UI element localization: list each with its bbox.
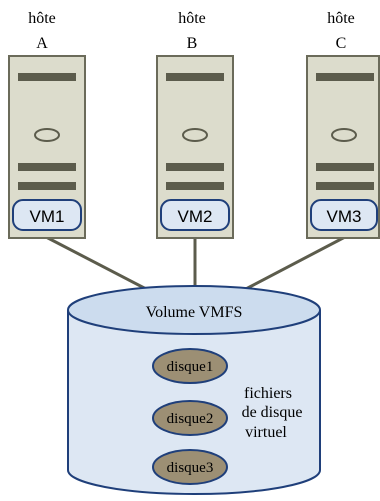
disk-2-icon <box>152 400 228 436</box>
host-c-letter: C <box>336 35 347 52</box>
vm3-label: VM3 <box>327 207 362 226</box>
disk-1-label: disque1 <box>167 359 214 375</box>
host-a-letter: A <box>36 35 48 52</box>
server-b-bar-mid <box>166 163 224 171</box>
disks: disque1 disque2 disque3 <box>152 348 228 485</box>
server-c-drive-icon <box>331 128 357 142</box>
connectors <box>45 235 346 294</box>
connector-host-a <box>45 235 153 294</box>
server-a-bar-top <box>18 73 76 81</box>
server-c-bar-low <box>316 182 374 190</box>
disk-3-label: disque3 <box>167 460 214 476</box>
connector-host-c <box>239 235 346 294</box>
host-b-letter: B <box>187 35 198 52</box>
caption-line-3: virtuel <box>245 424 287 441</box>
caption-line-1: fichiers <box>244 385 292 402</box>
disk-2-label: disque2 <box>167 411 214 427</box>
disk-3-icon <box>152 449 228 485</box>
server-a-drive-icon <box>34 128 60 142</box>
server-c-bar-top <box>316 73 374 81</box>
server-b-bar-low <box>166 182 224 190</box>
host-b-label: hôte <box>178 10 206 27</box>
vm3-box <box>310 199 378 231</box>
server-a-bar-low <box>18 182 76 190</box>
disk-1-icon <box>152 348 228 384</box>
vm1-box <box>12 199 82 231</box>
host-c-label: hôte <box>327 10 355 27</box>
cylinder-top <box>67 285 321 335</box>
host-c: hôte C VM3 <box>306 10 380 239</box>
host-a-label: hôte <box>28 10 56 27</box>
server-a-bar-mid <box>18 163 76 171</box>
caption-line-2: de disque <box>242 404 303 421</box>
host-b: hôte B VM2 <box>156 10 234 239</box>
server-b-drive-icon <box>182 128 208 142</box>
server-b-bar-top <box>166 73 224 81</box>
vm1-label: VM1 <box>30 207 65 226</box>
disk-caption: fichiers de disque virtuel <box>242 385 303 441</box>
host-a: hôte A VM1 <box>8 10 86 239</box>
server-c-bar-mid <box>316 163 374 171</box>
volume-label: Volume VMFS <box>146 304 243 321</box>
vm2-box <box>160 199 230 231</box>
vm2-label: VM2 <box>178 207 213 226</box>
